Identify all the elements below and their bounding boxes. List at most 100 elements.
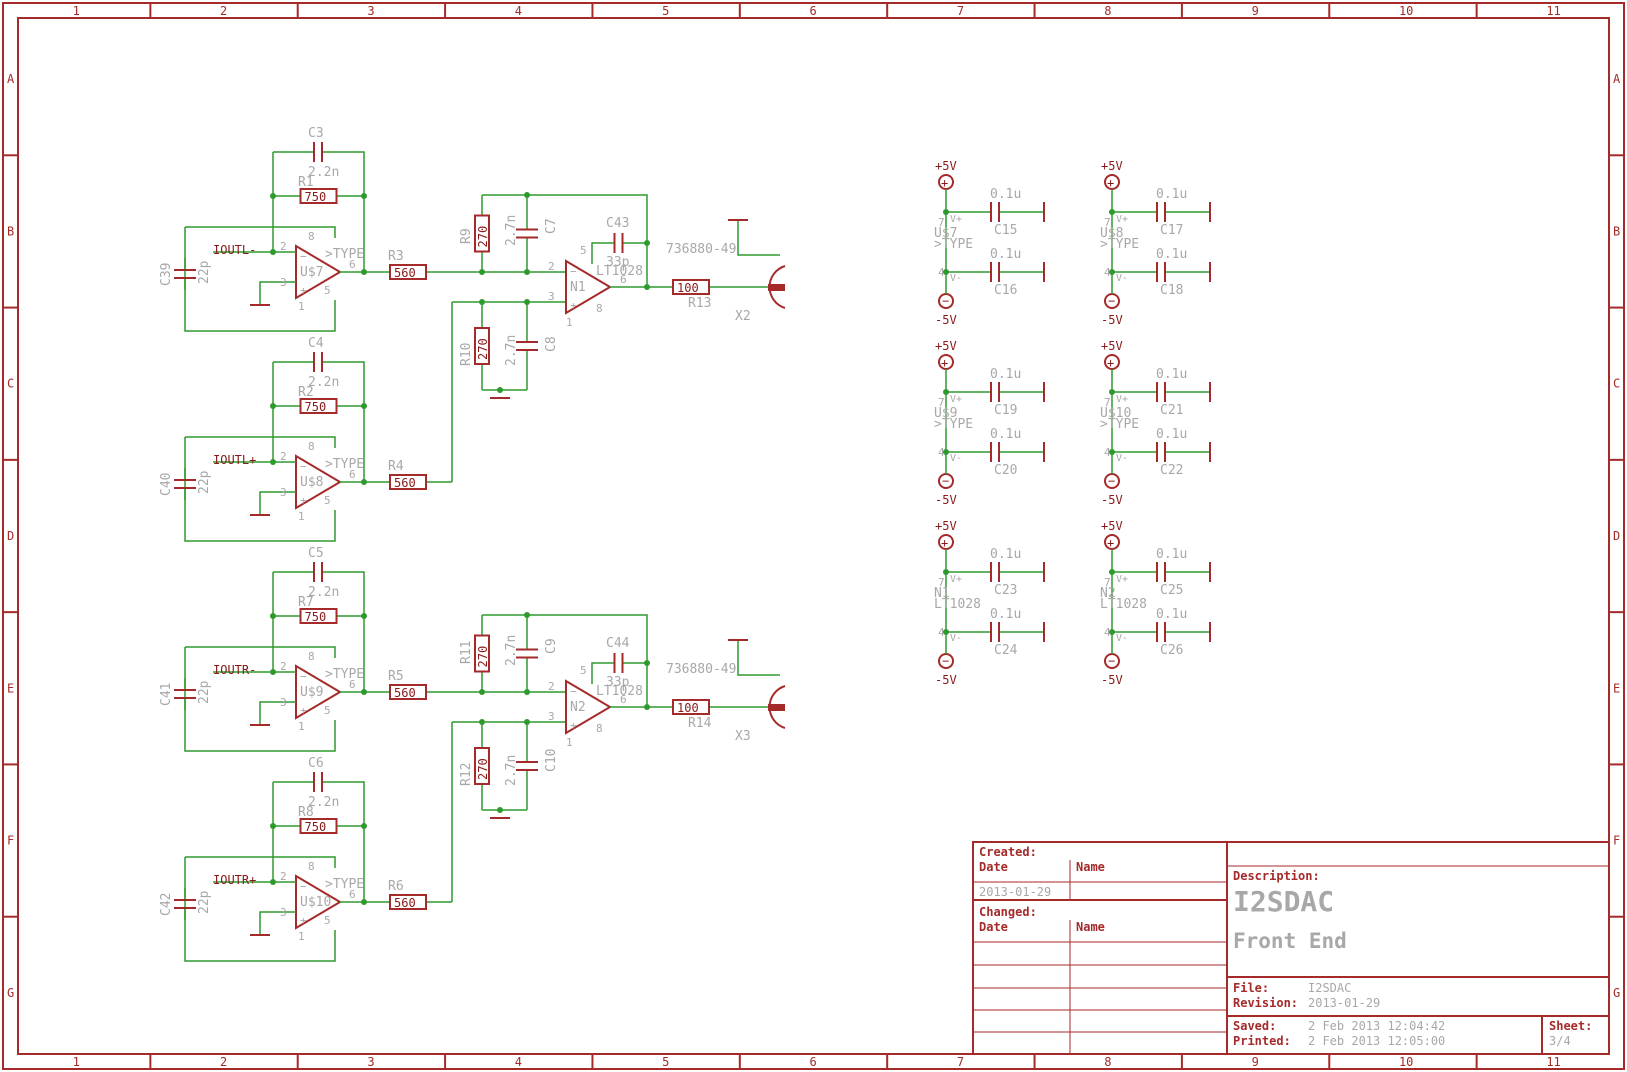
pin-number: 8 [596,722,603,735]
capacitor-ref: C7 [544,218,559,234]
resistor-ref: R1 [298,175,314,190]
opamp-type: LT1028 [596,264,643,279]
pin-number: 4 [938,446,945,459]
wire [185,856,336,868]
frame-column-label: 4 [515,4,522,18]
pin-name: V- [1116,453,1128,464]
minus-sign: − [300,460,307,473]
pin-number: 6 [349,258,356,271]
opamp-ref: N1 [570,280,586,295]
pin-number: 5 [580,244,587,257]
resistor-value: 270 [476,758,490,780]
opamp-type: LT1028 [596,684,643,699]
pin-number: 7 [1104,396,1111,409]
frame-column-label: 3 [367,1055,374,1069]
capacitor-value: 22p [197,470,212,494]
pin-number: 3 [548,290,555,303]
resistor [474,634,490,673]
capacitor-ref: C41 [159,683,174,706]
opamp-type: LT1028 [1100,597,1147,612]
frame-row-label: A [1613,72,1621,86]
resistor-ref: R10 [459,343,474,366]
capacitor-value: 0.1u [1156,547,1187,562]
frame-row-label: G [7,986,14,1000]
pin-number: 1 [298,930,305,943]
revision-value: 2013-01-29 [1308,996,1380,1010]
capacitor-ref: C18 [1160,283,1183,298]
capacitor-ref: C26 [1160,643,1183,658]
supply-pos-label: +5V [1101,159,1123,173]
frame-column-label: 2 [220,1055,227,1069]
pin-number: 6 [620,273,627,286]
capacitor-value: 2.7n [504,215,519,246]
opamp-type: LT1028 [934,597,981,612]
capacitor-ref: C43 [606,216,629,231]
frame-column-label: 10 [1399,1055,1413,1069]
plus-sign: + [941,356,948,370]
capacitor-value: 2.2n [308,585,339,600]
pin-number: 7 [1104,576,1111,589]
opamp-ref: U$7 [934,226,957,241]
connector-ref: X2 [735,309,751,324]
plus-sign: + [300,914,307,927]
connector-value: 736880-49 [666,662,736,677]
resistor-ref: R3 [388,249,404,264]
supply-pos-label: +5V [935,159,957,173]
opamp-ref: U$10 [300,895,331,910]
plus-sign: + [300,494,307,507]
resistor [672,279,710,295]
description-label: Description: [1233,869,1320,883]
frame-column-label: 5 [662,1055,669,1069]
frame-row-label: E [1613,681,1620,695]
resistor [474,214,490,253]
pin-number: 8 [308,230,315,243]
pin-number: 6 [349,678,356,691]
minus-sign: − [570,685,577,698]
frame-column-label: 1 [73,1055,80,1069]
plus-sign: + [570,299,577,312]
connector-value: 736880-49 [666,242,736,257]
drawing-subtitle: Front End [1233,929,1347,953]
pin-number: 3 [548,710,555,723]
resistor-ref: R13 [688,296,711,311]
resistor [389,894,427,910]
opamp-ref: N2 [1100,586,1116,601]
capacitor-ref: C39 [159,263,174,286]
junction-dot [644,240,650,246]
bnc-center [768,704,785,711]
frame-row-label: A [7,72,15,86]
supply-neg-label: -5V [935,493,957,507]
wire [482,194,648,286]
capacitor-ref: C9 [544,638,559,654]
pin-name: V+ [950,574,962,585]
capacitor-ref: C4 [308,336,324,351]
file-value: I2SDAC [1308,981,1351,995]
capacitor-value: 0.1u [990,427,1021,442]
opamp-ref: U$8 [1100,226,1123,241]
junction-dot [270,879,276,885]
resistor-value: 750 [305,610,327,624]
supply-neg-label: -5V [1101,313,1123,327]
capacitor-ref: C21 [1160,403,1183,418]
frame-row-label: B [7,224,14,238]
resistor-value: 100 [677,701,699,715]
frame-row-label: C [7,377,14,391]
resistor-value: 100 [677,281,699,295]
pin-number: 3 [280,906,287,919]
minus-sign: − [1108,654,1115,668]
junction-dot [361,403,367,409]
junction-dot [524,269,530,275]
wire [482,614,648,706]
opamp-type: >TYPE [325,667,364,682]
resistor-value: 750 [305,400,327,414]
frame-row-label: E [7,681,14,695]
junction-dot [270,613,276,619]
resistor-value: 270 [476,338,490,360]
opamp-type: >TYPE [325,877,364,892]
junction-dot [497,387,503,393]
net-label: IOUTL- [213,243,256,257]
